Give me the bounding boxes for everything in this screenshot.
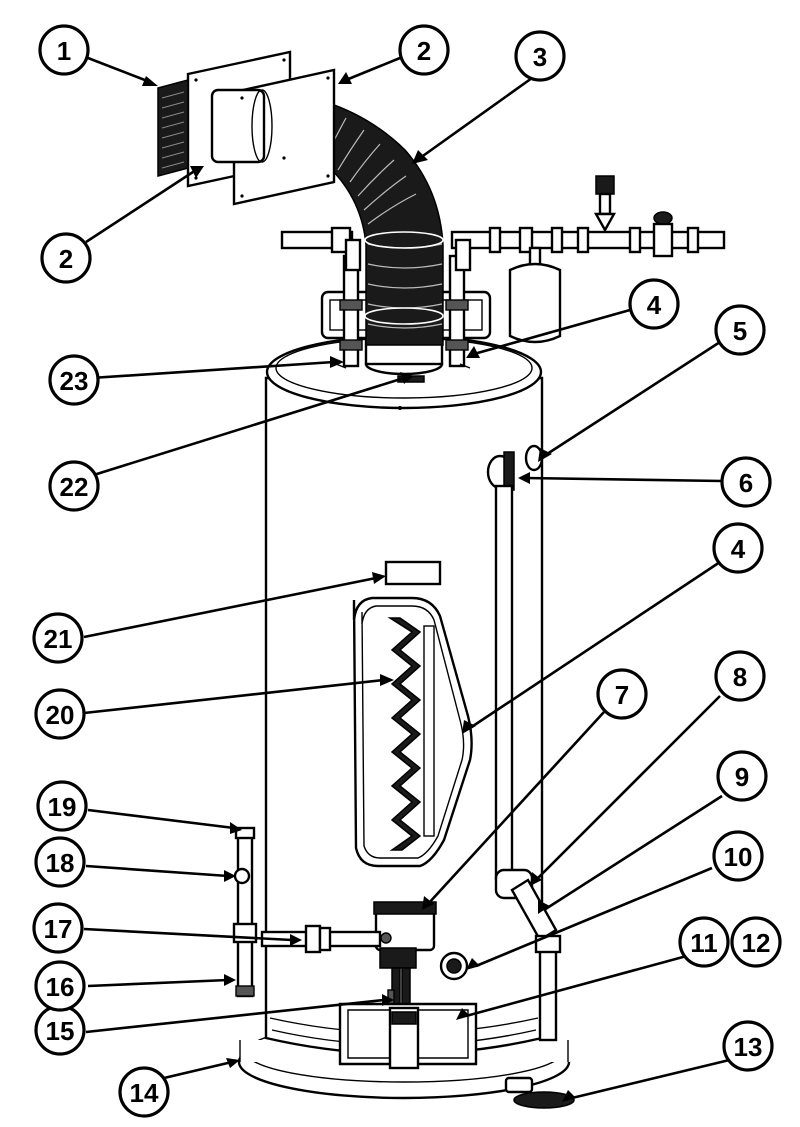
- leader-lines: [75, 56, 747, 1100]
- callout-19: 19: [36, 780, 88, 832]
- svg-text:10: 10: [724, 842, 753, 872]
- callout-9: 9: [716, 750, 768, 802]
- callout-17: 17: [32, 902, 84, 954]
- svg-text:4: 4: [647, 290, 662, 320]
- callout-6: 6: [720, 456, 772, 508]
- svg-text:13: 13: [734, 1032, 763, 1062]
- callout-5: 5: [714, 304, 766, 356]
- callouts: 1 2 2 3 4 4 5 6: [32, 24, 782, 1118]
- callout-1: 1: [38, 24, 90, 76]
- callout-20: 20: [34, 688, 86, 740]
- water-pipes: [280, 175, 726, 344]
- callout-14: 14: [118, 1066, 170, 1118]
- callout-15: 15: [34, 1004, 86, 1056]
- callout-12: 12: [730, 916, 782, 968]
- burner-access-door: [338, 1002, 478, 1070]
- callout-11: 11: [678, 916, 730, 968]
- svg-text:5: 5: [733, 316, 747, 346]
- callout-10: 10: [712, 830, 764, 882]
- svg-text:22: 22: [60, 472, 89, 502]
- svg-text:8: 8: [733, 662, 747, 692]
- svg-text:16: 16: [46, 972, 75, 1002]
- callout-3: 3: [514, 30, 566, 82]
- svg-text:9: 9: [735, 762, 749, 792]
- svg-text:20: 20: [46, 700, 75, 730]
- combustion-chamber-window: [352, 596, 473, 868]
- svg-text:2: 2: [59, 244, 73, 274]
- callout-13: 13: [722, 1020, 774, 1072]
- svg-text:7: 7: [615, 680, 629, 710]
- svg-text:19: 19: [48, 792, 77, 822]
- svg-text:21: 21: [44, 624, 73, 654]
- gas-control-valve: [260, 901, 437, 1023]
- svg-text:3: 3: [533, 42, 547, 72]
- callout-23: 23: [48, 354, 100, 406]
- arrowheads: [142, 72, 576, 1102]
- callout-7: 7: [596, 668, 648, 720]
- svg-text:4: 4: [731, 534, 746, 564]
- svg-text:11: 11: [690, 928, 718, 958]
- water-heater-illustration: [157, 50, 726, 1109]
- svg-text:15: 15: [46, 1016, 75, 1046]
- sensor: [439, 951, 469, 981]
- svg-text:17: 17: [44, 914, 73, 944]
- callout-2-top: 2: [398, 24, 450, 76]
- callout-2-left: 2: [40, 232, 92, 284]
- callout-8: 8: [714, 650, 766, 702]
- svg-text:1: 1: [57, 36, 71, 66]
- vent-termination: [157, 50, 336, 206]
- gas-supply-piping: [232, 826, 258, 998]
- svg-text:12: 12: [742, 928, 771, 958]
- drain-valve: [504, 1076, 575, 1109]
- rating-label: [384, 560, 442, 586]
- callout-16: 16: [34, 960, 86, 1012]
- svg-text:6: 6: [739, 468, 753, 498]
- callout-18: 18: [34, 836, 86, 888]
- callout-4-middle: 4: [712, 522, 764, 574]
- svg-text:23: 23: [60, 366, 89, 396]
- callout-21: 21: [32, 612, 84, 664]
- svg-text:14: 14: [130, 1078, 159, 1108]
- callout-4-top: 4: [628, 278, 680, 330]
- callout-22: 22: [48, 460, 100, 512]
- svg-text:2: 2: [417, 36, 431, 66]
- svg-text:18: 18: [46, 848, 75, 878]
